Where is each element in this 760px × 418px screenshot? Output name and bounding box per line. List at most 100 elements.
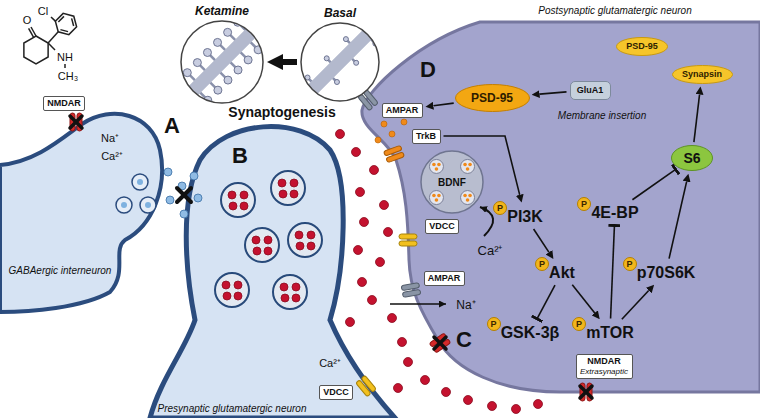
bdnf-dot: [381, 121, 387, 127]
inset-ground: [301, 23, 379, 101]
shape-fill: [672, 65, 732, 83]
glutamate-dot: [464, 396, 473, 405]
receptor-subunit: [361, 375, 376, 392]
gaba-dot: [121, 202, 127, 208]
bdnf-vesicle: [429, 191, 443, 205]
glutamate-dot: [264, 236, 272, 244]
glutamate-dot: [380, 201, 389, 210]
glutamate-dot: [398, 338, 407, 347]
phospho-circle: P: [623, 257, 637, 271]
protein-ellipse: S6: [671, 145, 713, 171]
node-outline: [300, 22, 380, 102]
glutamate-dot: [234, 281, 242, 289]
node-text: NMDAR: [47, 98, 81, 109]
bond: [51, 17, 55, 21]
cross-stroke: [434, 337, 446, 349]
receptor-label: TrkB: [412, 129, 441, 144]
ion-label: Ca²⁺: [319, 355, 341, 370]
glutamate-dot: [512, 405, 521, 414]
glutamate-dot: [229, 202, 237, 210]
ring-bond: [24, 36, 48, 64]
glutamate-dot: [296, 242, 304, 250]
process-note: Membrane insertion: [558, 110, 646, 121]
ion-arrow: [390, 303, 446, 305]
spine-head: [183, 69, 191, 77]
spine-head: [214, 38, 222, 46]
shape-fill: [578, 197, 591, 210]
gaba-vesicle: [116, 197, 132, 213]
glutamate-dot: [223, 292, 231, 300]
process-label: Synaptogenesis: [228, 104, 335, 120]
node-text: P: [576, 319, 582, 329]
glutamate-dot: [279, 190, 287, 198]
receptor-subunit: [399, 241, 417, 246]
bdnf-dot: [466, 198, 470, 202]
shape-fill: [536, 257, 549, 270]
bdnf-dot: [437, 163, 441, 167]
glutamate-dot: [370, 166, 379, 175]
presynaptic-neuron: [150, 127, 395, 418]
inset-ground: [181, 21, 263, 103]
glutamate-dot: [290, 179, 298, 187]
node-text: PI3K: [507, 207, 543, 226]
spine-head: [173, 79, 181, 87]
gaba-dot: [164, 168, 172, 176]
arrow-connector: [534, 229, 549, 252]
glutamate-dot: [292, 294, 300, 302]
glutamate-dot: [240, 202, 248, 210]
spine-head: [193, 59, 201, 67]
bdnf-dot: [466, 167, 470, 171]
glutamate-dot: [442, 388, 451, 397]
node-text: P: [497, 203, 503, 213]
receptor-note: Extrasynaptic: [580, 367, 629, 377]
spine-head: [315, 99, 320, 104]
neuron-label: Presynaptic glutamatergic neuron: [158, 403, 307, 414]
vesicle-circle: BDNF: [420, 150, 484, 214]
shape-fill: [487, 317, 500, 330]
cross-stroke: [580, 386, 592, 398]
pathway-protein: p70S6K: [635, 262, 698, 283]
bdnf-dot: [463, 163, 467, 167]
pathway-protein: mTOR: [584, 322, 636, 343]
synaptic-vesicle: [245, 228, 279, 262]
gaba-dot: [166, 196, 174, 204]
node-text: P: [581, 199, 587, 209]
gaba-dot: [137, 179, 143, 185]
panel-letter: B: [232, 143, 248, 169]
dendritic-spine: [365, 20, 369, 24]
spine-head: [214, 86, 222, 94]
bdnf-vesicle: [461, 159, 475, 173]
bdnf-dot: [468, 194, 472, 198]
synaptic-vesicle: [271, 171, 305, 205]
arrow-connector: [283, 59, 297, 65]
dendrite-shaft: [302, 24, 379, 101]
receptor-subunit: [401, 283, 420, 291]
glutamate-dot: [404, 358, 413, 367]
node-text: S6: [683, 150, 701, 166]
cross-stroke: [177, 188, 191, 202]
glutamate-dot: [488, 402, 497, 411]
node-text: TrkB: [416, 131, 437, 142]
protein-ellipse: PSD-95: [616, 37, 668, 56]
atom-label: O: [23, 14, 32, 26]
bond: [48, 32, 58, 43]
bdnf-dot: [435, 167, 439, 171]
node-text: p70S6K: [637, 263, 696, 282]
spine-head: [324, 56, 329, 61]
synaptic-vesicle: [288, 223, 322, 257]
gaba-dot: [194, 194, 202, 202]
glutamate-dot: [336, 130, 345, 139]
glutamate-dot: [278, 179, 286, 187]
block-cross: [434, 337, 446, 349]
glutamate-dot: [384, 228, 393, 237]
gaba-dot: [145, 202, 151, 208]
gaba-vesicle: [132, 174, 148, 190]
calcium-arrow: [480, 207, 493, 236]
arrow-connector: [433, 103, 453, 106]
double-bond: [72, 18, 74, 26]
node-text: P: [626, 259, 632, 269]
node-text: P: [539, 259, 545, 269]
bdnf-vesicle: [461, 191, 475, 205]
